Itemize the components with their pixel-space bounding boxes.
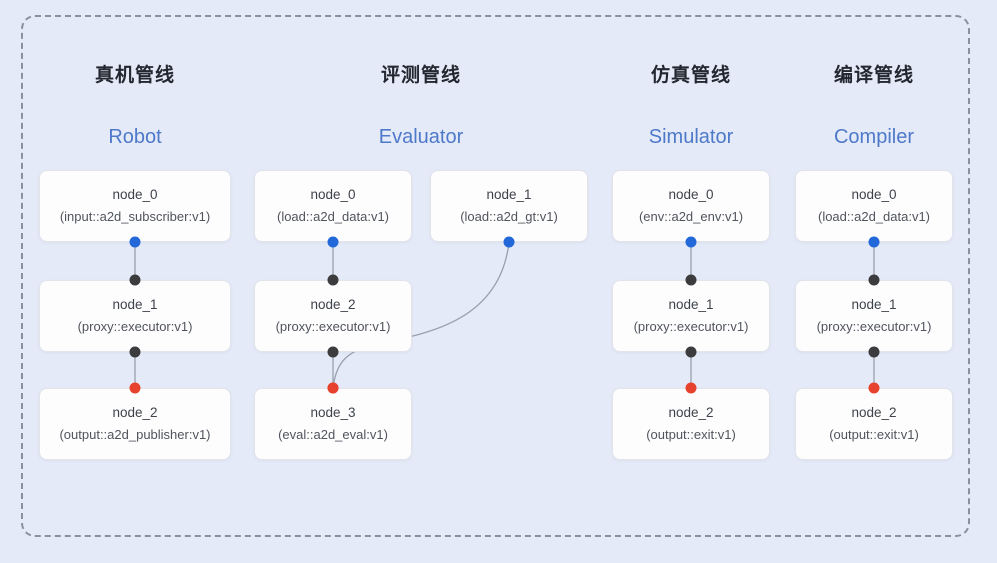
node-label: node_0 [112,187,158,202]
node-param: (output::a2d_publisher:v1) [59,427,211,442]
node-param: (proxy::executor:v1) [77,319,193,334]
node-param: (proxy::executor:v1) [633,319,749,334]
graph-node-simulator-node_2: node_2(output::exit:v1) [612,388,770,460]
pipeline-title-robot: 真机管线 [94,65,175,86]
node-label: node_1 [112,297,158,312]
graph-node-evaluator-node_0: node_0(load::a2d_data:v1) [254,170,412,242]
graph-node-evaluator-node_1: node_1(load::a2d_gt:v1) [430,170,588,242]
pipeline-name-compiler: Compiler [833,126,915,148]
node-param: (load::a2d_data:v1) [817,209,931,224]
dashed-border-frame [21,15,970,537]
node-label: node_0 [851,187,897,202]
node-label: node_1 [668,297,714,312]
graph-node-robot-node_2: node_2(output::a2d_publisher:v1) [39,388,231,460]
node-label: node_0 [668,187,714,202]
node-label: node_3 [310,405,356,420]
graph-node-robot-node_0: node_0(input::a2d_subscriber:v1) [39,170,231,242]
pipeline-title-compiler: 编译管线 [833,65,914,86]
node-label: node_2 [851,405,897,420]
pipeline-title-simulator: 仿真管线 [650,65,731,86]
node-param: (input::a2d_subscriber:v1) [59,209,211,224]
node-param: (load::a2d_data:v1) [276,209,390,224]
pipeline-name-simulator: Simulator [648,126,734,148]
node-param: (output::exit:v1) [829,427,919,442]
node-param: (eval::a2d_eval:v1) [278,427,388,442]
graph-node-simulator-node_0: node_0(env::a2d_env:v1) [612,170,770,242]
node-label: node_2 [668,405,714,420]
node-param: (proxy::executor:v1) [275,319,391,334]
node-param: (output::exit:v1) [646,427,736,442]
node-label: node_1 [851,297,897,312]
graph-node-evaluator-node_2: node_2(proxy::executor:v1) [254,280,412,352]
graph-node-compiler-node_2: node_2(output::exit:v1) [795,388,953,460]
node-param: (env::a2d_env:v1) [638,209,744,224]
graph-node-robot-node_1: node_1(proxy::executor:v1) [39,280,231,352]
graph-node-evaluator-node_3: node_3(eval::a2d_eval:v1) [254,388,412,460]
graph-node-compiler-node_0: node_0(load::a2d_data:v1) [795,170,953,242]
node-label: node_2 [112,405,158,420]
pipeline-name-evaluator: Evaluator [378,126,464,148]
node-param: (proxy::executor:v1) [816,319,932,334]
node-label: node_2 [310,297,356,312]
pipeline-title-evaluator: 评测管线 [380,65,461,86]
graph-node-compiler-node_1: node_1(proxy::executor:v1) [795,280,953,352]
pipeline-name-robot: Robot [108,126,162,148]
graph-node-simulator-node_1: node_1(proxy::executor:v1) [612,280,770,352]
node-param: (load::a2d_gt:v1) [460,209,558,224]
node-label: node_0 [310,187,356,202]
node-label: node_1 [486,187,532,202]
